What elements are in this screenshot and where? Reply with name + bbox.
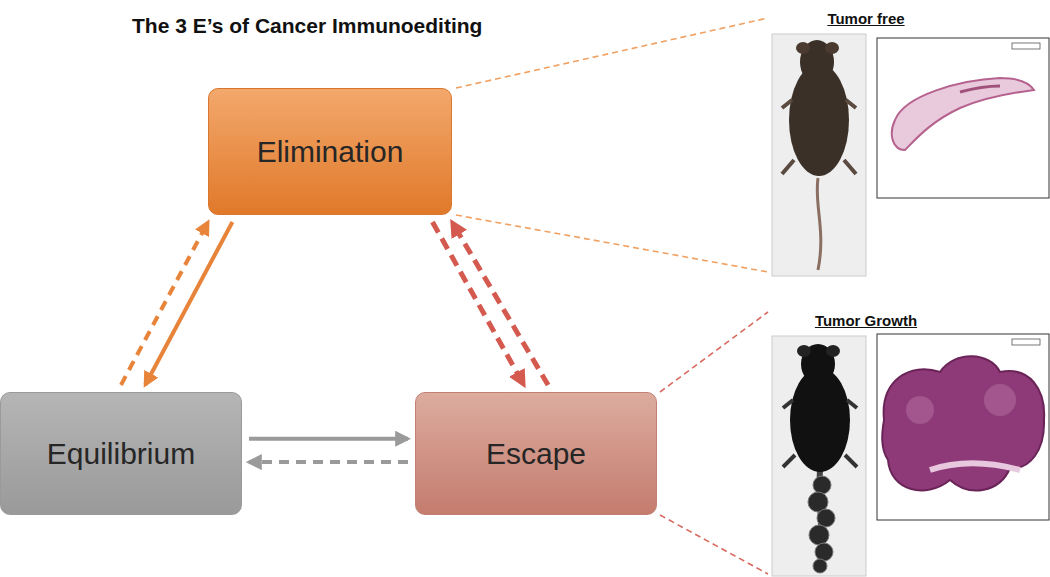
mouse-photo — [772, 34, 866, 276]
stage-box: Equilibrium — [0, 392, 242, 515]
leader-line — [456, 18, 768, 88]
leader-line — [456, 215, 768, 272]
transition-arrow — [249, 460, 408, 464]
diagram-title: The 3 E’s of Cancer Immunoediting — [132, 14, 482, 38]
panel-label: Tumor free — [827, 10, 904, 27]
transition-arrow — [145, 222, 232, 385]
mouse-photo — [772, 336, 866, 576]
stage-box: Escape — [415, 392, 657, 515]
histology-panel — [877, 334, 1049, 520]
panel-label: Tumor Growth — [815, 312, 917, 329]
leader-line — [660, 312, 768, 392]
transition-arrow — [121, 222, 208, 385]
transition-arrow — [452, 222, 548, 385]
stage-label: Elimination — [241, 135, 420, 169]
transition-arrow — [249, 437, 408, 441]
stage-box: Elimination — [208, 88, 452, 215]
leader-line — [660, 515, 768, 574]
histology-panel — [877, 38, 1049, 198]
stage-label: Escape — [470, 437, 602, 471]
stage-label: Equilibrium — [31, 437, 211, 471]
transition-arrow — [432, 222, 523, 385]
